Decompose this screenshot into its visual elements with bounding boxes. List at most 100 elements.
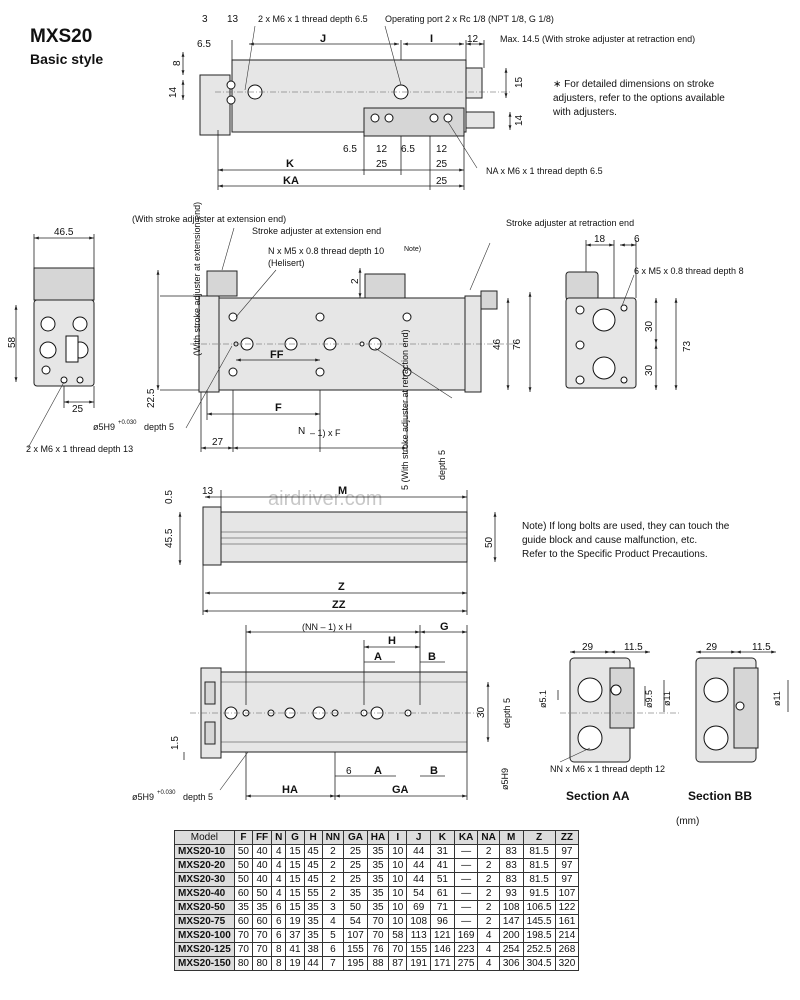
table-cell: 161	[554, 914, 580, 929]
table-cell: 45	[303, 858, 323, 873]
dim-G: G	[440, 621, 449, 633]
table-cell: 4	[477, 942, 500, 957]
table-model-cell: MXS20-100	[174, 928, 235, 943]
table-cell: 70	[251, 942, 273, 957]
table-cell: 2	[321, 872, 345, 887]
table-header-cell: Model	[174, 830, 235, 845]
dim-HA: HA	[282, 784, 298, 796]
table-cell: 171	[430, 956, 455, 971]
table-cell: —	[453, 900, 479, 915]
table-cell: —	[453, 872, 479, 887]
table-cell: 2	[477, 886, 500, 901]
table-cell: 25	[343, 858, 368, 873]
dim-6-5-mid2: 6.5	[401, 144, 415, 155]
table-cell: 4	[271, 872, 287, 887]
table-cell: 51	[430, 872, 455, 887]
dim-6-5-mid: 6.5	[343, 144, 357, 155]
table-cell: 54	[406, 886, 432, 901]
table-header-cell: I	[388, 830, 408, 845]
table-cell: 155	[406, 942, 432, 957]
dim-46: 46	[492, 338, 503, 350]
table-cell: 81.5	[522, 872, 556, 887]
section-bb: 29 11.5 ø11 Section BB	[688, 642, 789, 803]
table-cell: —	[453, 886, 479, 901]
dim-58: 58	[7, 336, 18, 348]
table-cell: 69	[406, 900, 432, 915]
table-cell: 10	[388, 914, 408, 929]
label-side-ret: 5 (With stroke adjuster at retraction en…	[400, 329, 410, 490]
table-header-cell: N	[271, 830, 287, 845]
table-cell: 108	[406, 914, 432, 929]
dim-phi9-5: ø9.5	[644, 690, 654, 708]
table-cell: 70	[366, 914, 390, 929]
table-cell: 19	[285, 914, 305, 929]
table-model-cell: MXS20-50	[174, 900, 235, 915]
dim-30-b: 30	[644, 364, 655, 376]
bottom-view: (NN – 1) x H H G A B 6 A B HA GA 30 dept…	[132, 621, 512, 802]
table-cell: 4	[477, 928, 500, 943]
table-cell: 50	[233, 844, 253, 859]
dim-50: 50	[484, 536, 495, 548]
table-cell: 60	[233, 914, 253, 929]
left-end-view: 46.5 58 25 2 x M6 x 1 thread depth 13	[7, 227, 133, 454]
table-cell: 60	[251, 914, 273, 929]
dim-phi11-bb: ø11	[772, 691, 782, 706]
main-view: (With stroke adjuster at extension end) …	[93, 202, 634, 490]
table-cell: 97	[554, 872, 580, 887]
table-cell: 2	[321, 858, 345, 873]
label-max-14-5: Max. 14.5 (With stroke adjuster at retra…	[500, 34, 695, 44]
dim-12-mid2: 12	[436, 144, 448, 155]
dim-6-5-top: 6.5	[197, 39, 211, 50]
table-cell: 60	[233, 886, 253, 901]
dim-73: 73	[682, 340, 693, 352]
table-header-cell: NA	[477, 830, 500, 845]
table-cell: 81.5	[522, 858, 556, 873]
table-cell: 35	[233, 900, 253, 915]
table-cell: 35	[303, 914, 323, 929]
table-cell: 6	[271, 928, 287, 943]
dim-1-5: 1.5	[170, 736, 181, 750]
label-helisert: (Helisert)	[268, 258, 305, 268]
table-cell: 147	[498, 914, 524, 929]
table-cell: 6	[321, 942, 345, 957]
table-cell: 15	[285, 872, 305, 887]
dim-25-c: 25	[436, 176, 448, 187]
table-cell: 113	[406, 928, 432, 943]
table-header-cell: GA	[343, 830, 368, 845]
table-cell: 81.5	[522, 844, 556, 859]
table-header-cell: G	[285, 830, 305, 845]
dim-GA: GA	[392, 784, 409, 796]
table-cell: 10	[388, 886, 408, 901]
label-adj-ret: Stroke adjuster at retraction end	[506, 218, 634, 228]
table-cell: 6	[271, 900, 287, 915]
table-cell: 97	[554, 844, 580, 859]
formula-f: – 1) x F	[310, 428, 341, 438]
table-cell: 44	[406, 872, 432, 887]
product-subtitle: Basic style	[30, 51, 104, 67]
table-cell: 10	[388, 872, 408, 887]
dim-14-right: 14	[514, 114, 525, 126]
table-cell: 41	[430, 858, 455, 873]
table-cell: 19	[285, 956, 305, 971]
label-n-thread: N x M5 x 0.8 thread depth 10	[268, 246, 384, 256]
table-cell: 198.5	[522, 928, 556, 943]
long-bolts-note: Note) If long bolts are used, they can t…	[522, 521, 730, 560]
dim-27: 27	[212, 437, 224, 448]
label-depth5-c: depth 5	[502, 698, 512, 728]
table-cell: 41	[285, 942, 305, 957]
table-cell: 91.5	[522, 886, 556, 901]
table-cell: 2	[477, 900, 500, 915]
table-cell: 8	[271, 942, 287, 957]
table-cell: 58	[388, 928, 408, 943]
table-cell: 107	[554, 886, 580, 901]
table-cell: 50	[251, 886, 273, 901]
dim-12-mid: 12	[376, 144, 388, 155]
table-cell: 108	[498, 900, 524, 915]
label-phi5h9-a: ø5H9	[93, 422, 115, 432]
dim-F: F	[275, 402, 282, 414]
